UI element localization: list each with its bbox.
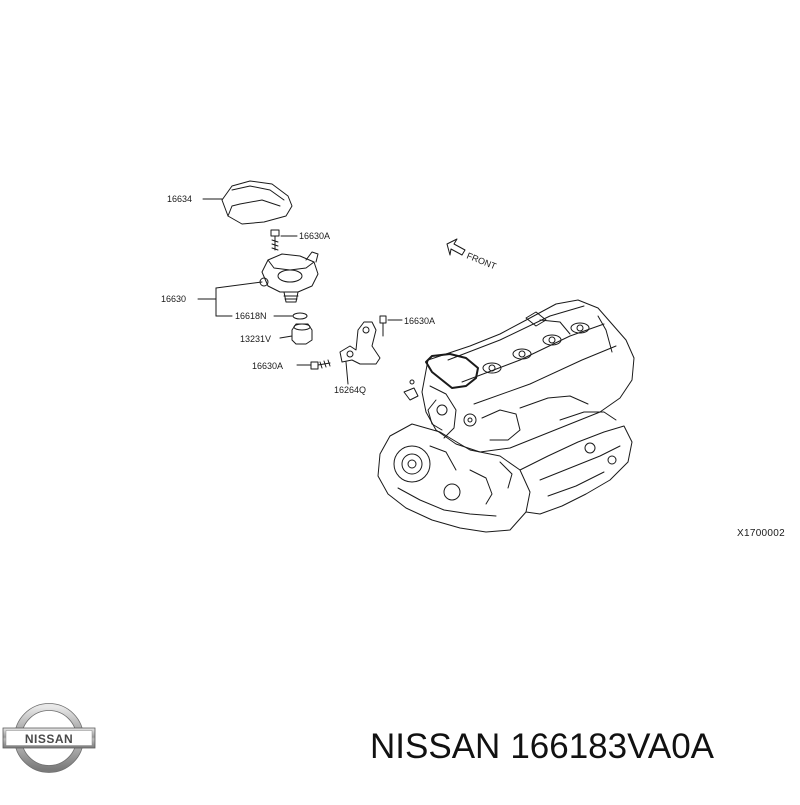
diagram-id: X1700002 bbox=[737, 528, 785, 539]
callout-pump: 16630 bbox=[161, 294, 186, 304]
bolt-top-part bbox=[270, 229, 280, 251]
callout-cover: 16634 bbox=[167, 194, 192, 204]
bolt-right-part bbox=[379, 315, 387, 337]
callout-bolt-top: 16630A bbox=[299, 231, 330, 241]
tappet-part bbox=[291, 323, 313, 345]
oring-part bbox=[292, 312, 308, 320]
callout-bracket: 16264Q bbox=[334, 385, 366, 395]
leader-bracket bbox=[345, 361, 349, 385]
callout-oring: 16618N bbox=[235, 311, 267, 321]
callout-bolt-left: 16630A bbox=[252, 361, 283, 371]
caption-brand: NISSAN bbox=[370, 727, 501, 766]
bracket-part bbox=[339, 321, 381, 365]
leader-pump-upper bbox=[215, 281, 263, 289]
pump-cover-part bbox=[221, 180, 293, 225]
callout-tappet: 13231V bbox=[240, 334, 271, 344]
callout-bolt-right: 16630A bbox=[404, 316, 435, 326]
engine-block-part bbox=[377, 299, 635, 533]
caption-part-number: 166183VA0A bbox=[510, 727, 715, 766]
logo-text: NISSAN bbox=[25, 732, 73, 746]
fuel-pump-part bbox=[259, 251, 319, 303]
leader-tappet bbox=[279, 335, 293, 339]
front-label: FRONT bbox=[465, 251, 498, 272]
bolt-left-part bbox=[310, 359, 331, 370]
nissan-logo: NISSAN bbox=[2, 703, 96, 773]
front-arrow-icon bbox=[446, 238, 466, 256]
